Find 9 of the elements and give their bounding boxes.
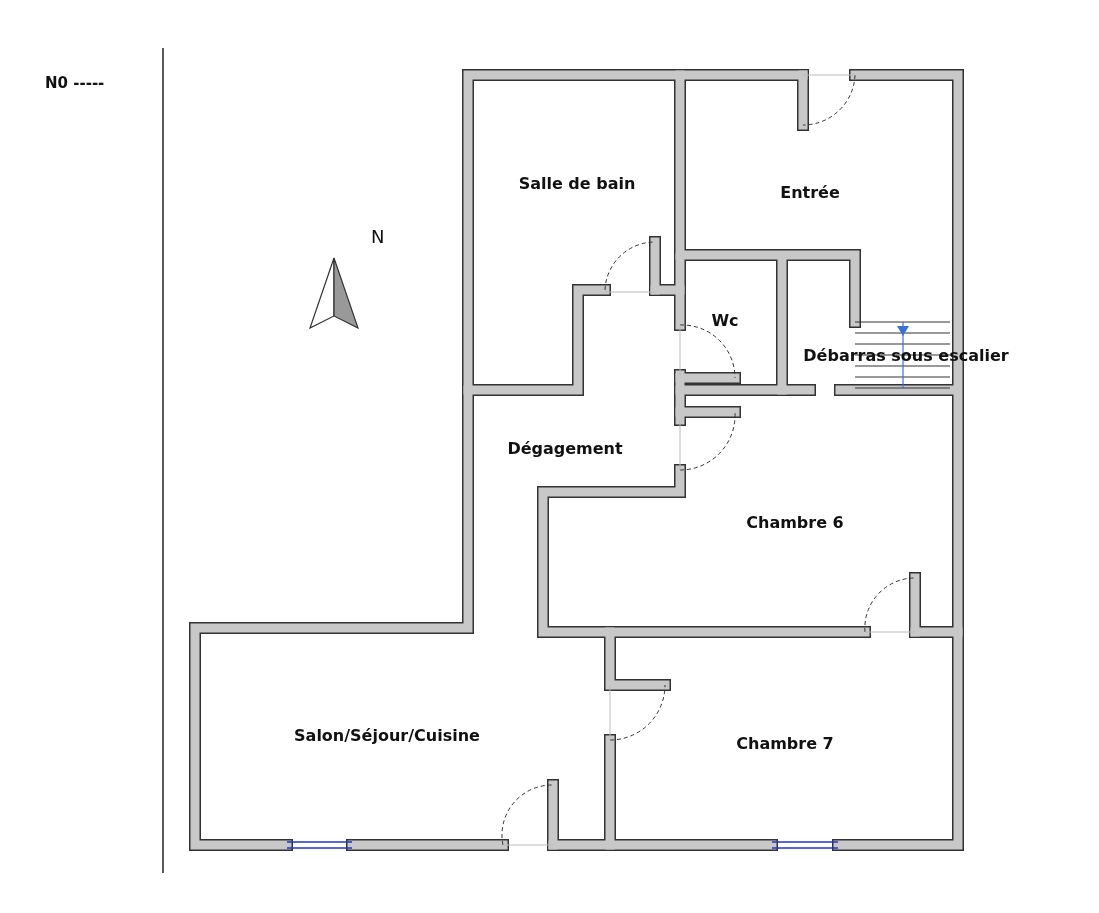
room-name: Dégagement [507, 438, 623, 458]
room-name: Salon/Séjour/Cuisine [294, 725, 480, 745]
room-name: Chambre 7 [736, 733, 834, 753]
room-name: Wc [711, 310, 739, 330]
room-name: Entrée [780, 182, 840, 202]
north-label: N [371, 226, 385, 247]
level-label: N0 ----- [45, 74, 105, 92]
room-name: Chambre 6 [746, 512, 844, 532]
room-name: Salle de bain [518, 173, 636, 193]
